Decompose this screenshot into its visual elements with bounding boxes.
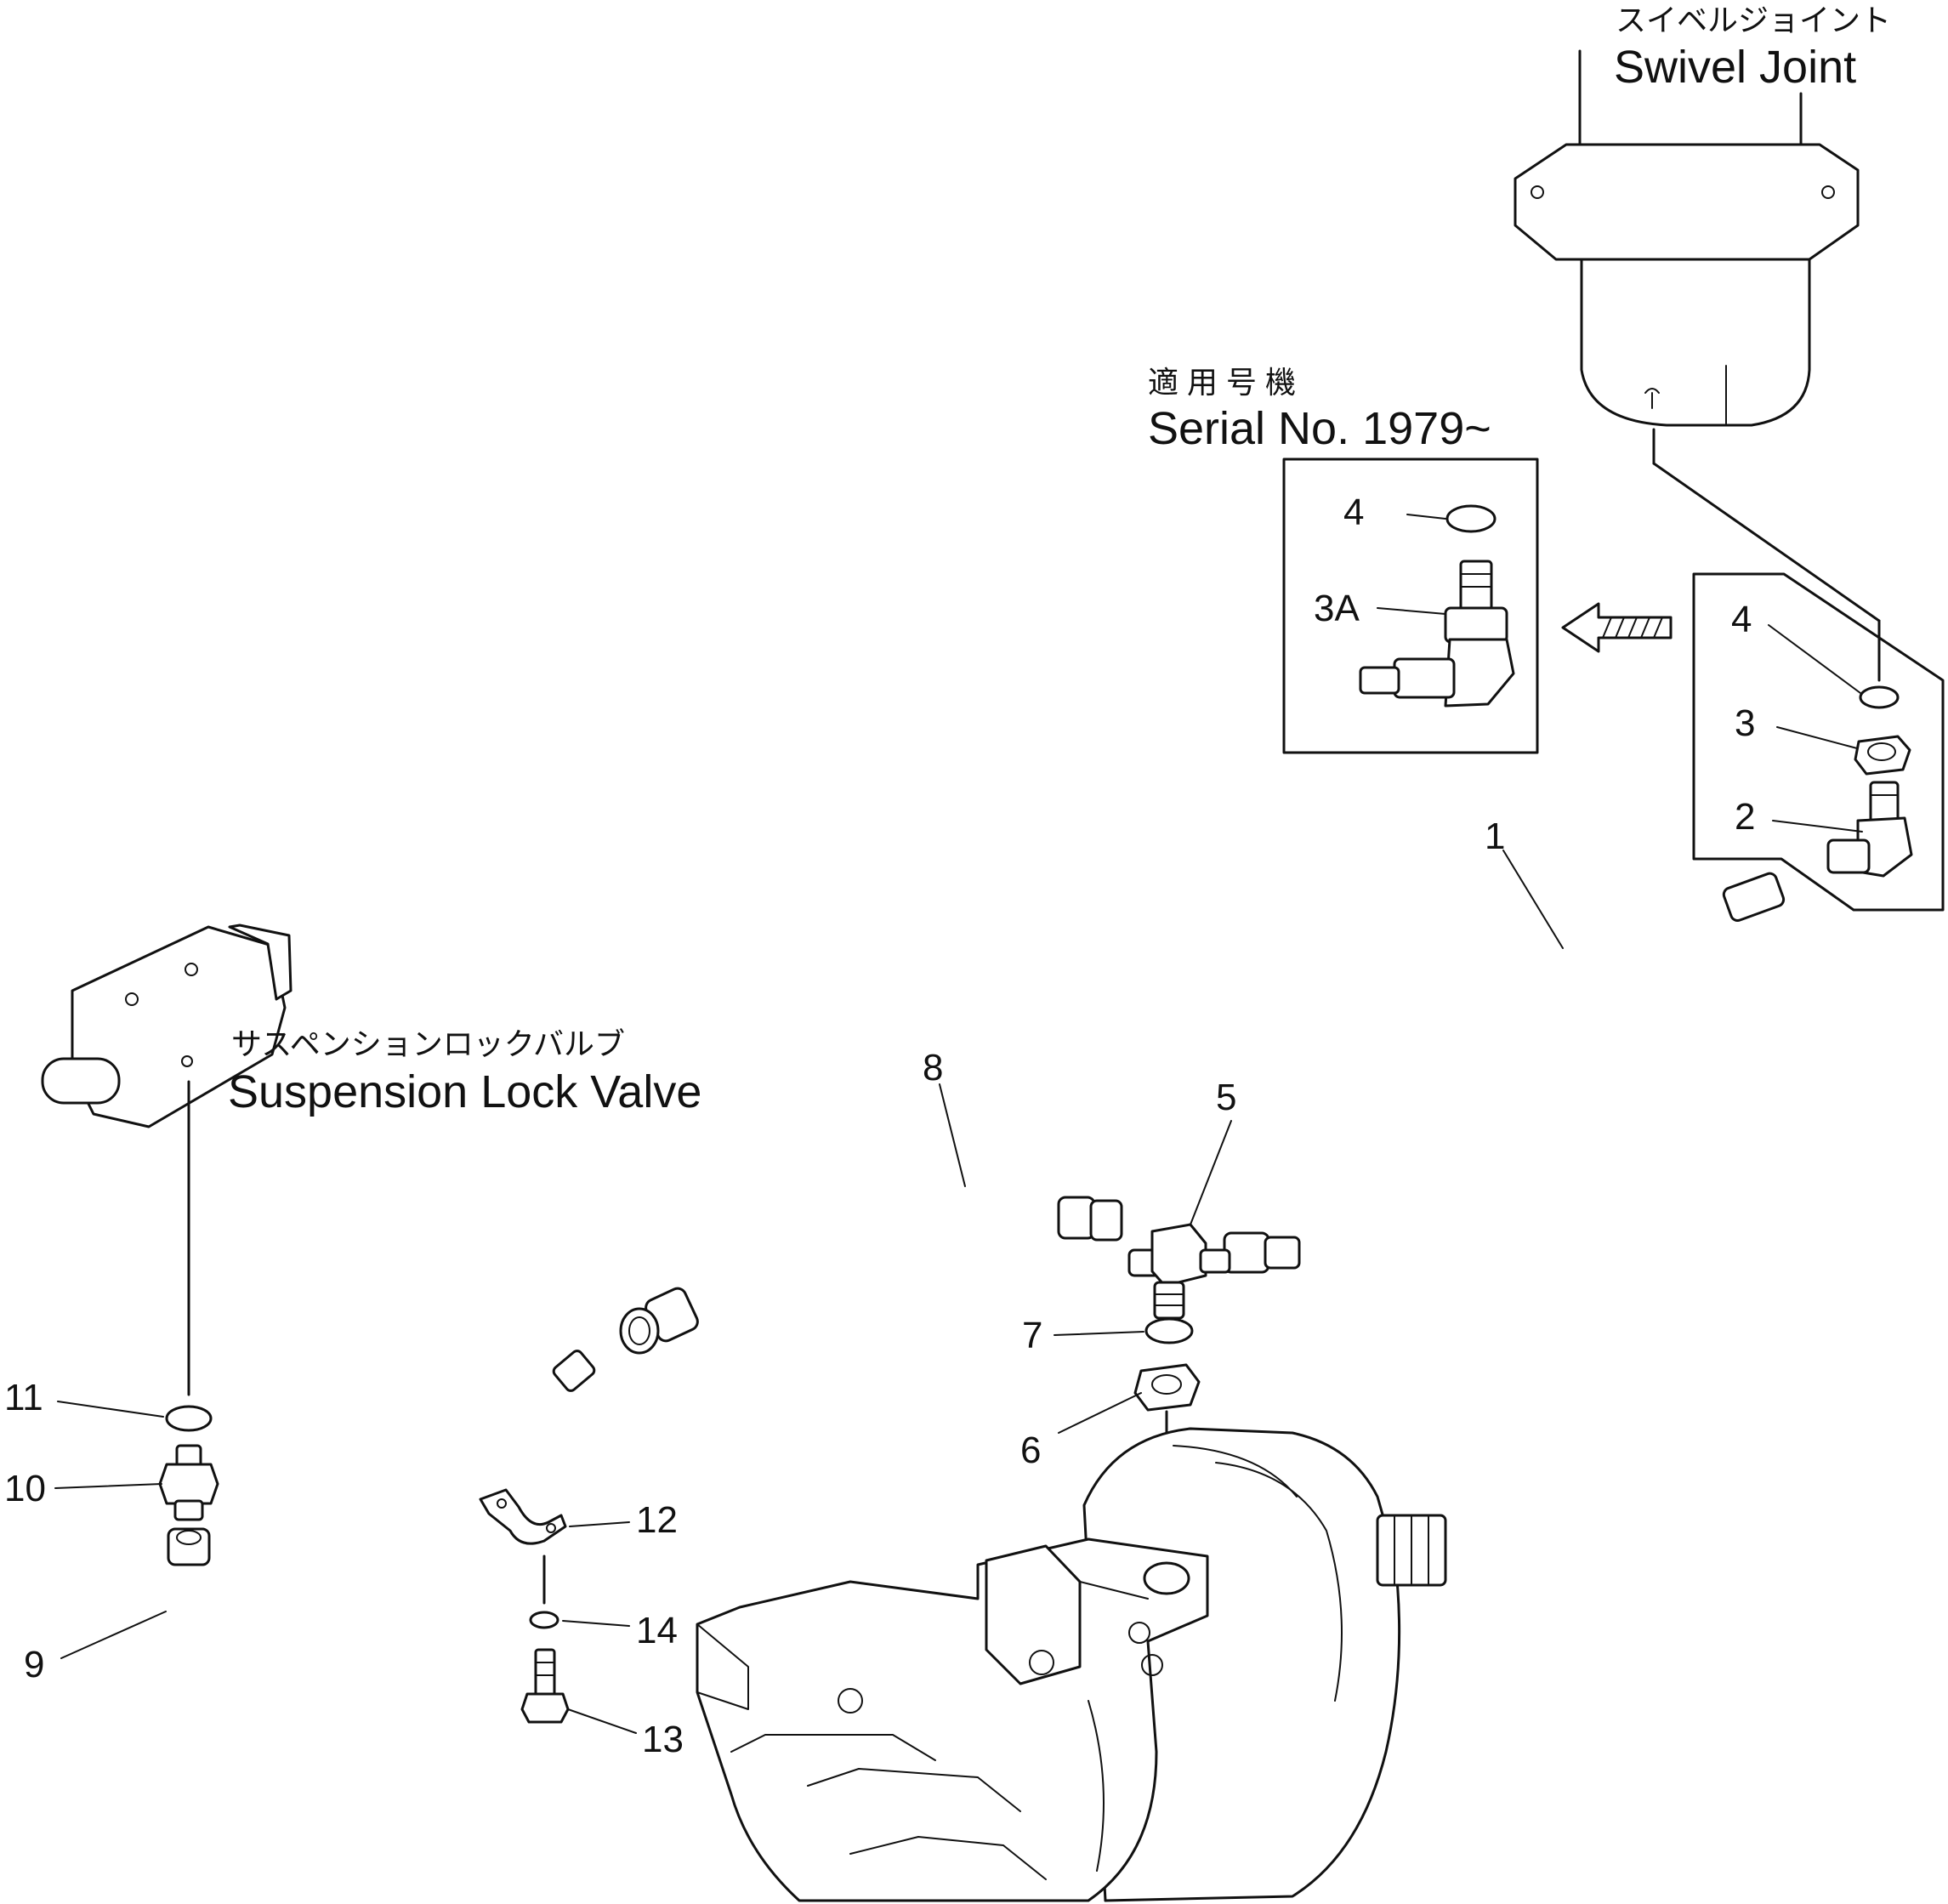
leader-2 (1772, 820, 1863, 833)
leader-9 (60, 1611, 167, 1659)
callout-10: 10 (4, 1468, 46, 1509)
callout-3a: 3A (1314, 588, 1360, 629)
leader-13 (567, 1708, 637, 1734)
serial-title-jp: 適 用 号 機 (1148, 365, 1296, 400)
swivel-joint (1514, 49, 1881, 682)
o-ring-7 (1144, 1317, 1194, 1344)
leader-3 (1776, 726, 1858, 749)
suspension-valve-title-en: Suspension Lock Valve (228, 1066, 701, 1117)
inset-o-ring-4 (1445, 504, 1496, 533)
tee-fitting-5 (1127, 1223, 1231, 1320)
o-ring-11 (165, 1405, 213, 1432)
hose-8 (619, 1190, 1123, 1355)
callout-11: 11 (4, 1377, 43, 1418)
suspension-valve-title-jp: サスペンションロックバルブ (231, 1026, 625, 1061)
leader-5 (1190, 1120, 1232, 1225)
callout-5: 5 (1216, 1077, 1236, 1118)
hatched-arrow (1561, 602, 1673, 653)
callout-4-inset: 4 (1343, 492, 1364, 533)
hose-1 (1223, 872, 1786, 1274)
washer-14 (529, 1611, 559, 1629)
callout-1: 1 (1485, 816, 1505, 857)
callout-6: 6 (1020, 1429, 1041, 1471)
connector-10 (158, 1444, 219, 1521)
leader-3a (1377, 607, 1446, 615)
leader-4-detail (1768, 624, 1861, 694)
detail-o-ring-4 (1859, 685, 1900, 709)
leader-8 (939, 1083, 966, 1187)
callout-4-detail: 4 (1731, 599, 1752, 640)
clamp-12 (479, 1488, 567, 1545)
leader-12 (569, 1521, 630, 1527)
detail-box (1692, 572, 1945, 912)
serial-title-en: Serial No. 1979~ (1148, 403, 1491, 454)
hydraulic-motor (696, 1427, 1447, 1902)
swivel-joint-title-jp: スイベルジョイント (1616, 3, 1891, 37)
pipe-9 (167, 1350, 596, 1689)
callout-7: 7 (1022, 1315, 1042, 1356)
detail-elbow-2 (1826, 781, 1913, 878)
leader-4-inset (1406, 514, 1446, 520)
callout-2: 2 (1735, 796, 1755, 838)
detail-nut-3 (1854, 735, 1911, 776)
callout-14: 14 (636, 1610, 678, 1651)
callout-13: 13 (642, 1719, 684, 1760)
leader-10 (54, 1483, 162, 1489)
serial-inset-box (1282, 458, 1539, 754)
suspension-lock-valve (41, 924, 292, 1396)
callout-8: 8 (923, 1047, 943, 1088)
leader-7 (1054, 1331, 1144, 1336)
leader-6 (1058, 1392, 1142, 1434)
inset-elbow-3a (1359, 560, 1515, 708)
callout-12: 12 (636, 1499, 678, 1541)
bolt-13 (520, 1648, 570, 1724)
nut-6 (1133, 1363, 1201, 1412)
leader-14 (562, 1620, 630, 1627)
leader-11 (57, 1401, 164, 1418)
callout-9: 9 (24, 1644, 44, 1685)
callout-3: 3 (1735, 702, 1755, 744)
leader-1 (1502, 850, 1564, 949)
swivel-joint-title-en: Swivel Joint (1614, 42, 1856, 93)
